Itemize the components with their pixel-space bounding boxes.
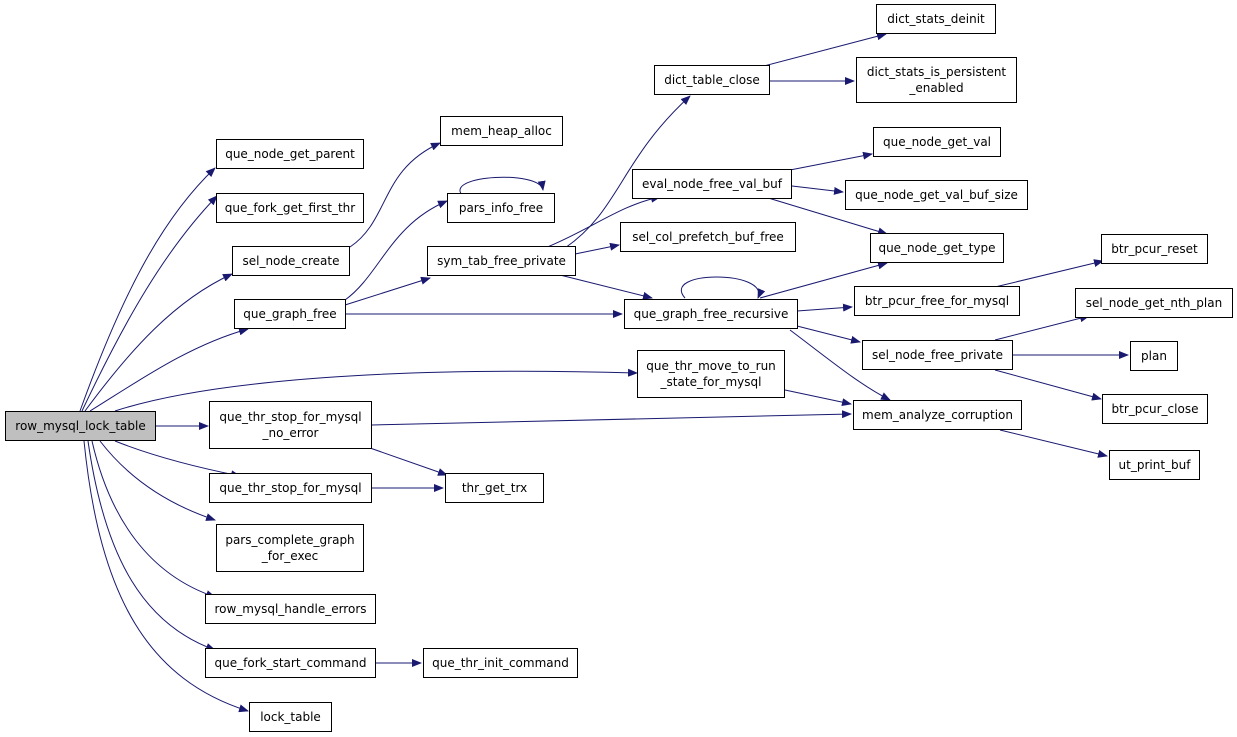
edge-root-que_node_get_parent xyxy=(79,167,216,412)
edge-que_graph_free-pars_info_free xyxy=(344,200,448,301)
node-dict_table_close[interactable]: dict_table_close xyxy=(654,65,770,95)
node-que_fork_start_command[interactable]: que_fork_start_command xyxy=(205,648,376,678)
node-que_thr_init_command[interactable]: que_thr_init_command xyxy=(423,648,578,678)
edge-que_graph_free_recursive-que_node_get_type xyxy=(759,261,888,299)
node-btr_pcur_free_for_mysql[interactable]: btr_pcur_free_for_mysql xyxy=(854,286,1020,316)
edge-que_thr_stop_no_error-thr_get_trx xyxy=(369,447,448,476)
node-que_graph_free_recursive[interactable]: que_graph_free_recursive xyxy=(624,299,798,329)
edge-root-que_graph_free xyxy=(89,327,249,412)
node-plan[interactable]: plan xyxy=(1130,341,1178,371)
node-sel_node_get_nth_plan[interactable]: sel_node_get_nth_plan xyxy=(1075,288,1233,318)
node-que_node_get_val_buf_size[interactable]: que_node_get_val_buf_size xyxy=(845,180,1028,210)
node-thr_get_trx[interactable]: thr_get_trx xyxy=(445,473,544,503)
node-que_graph_free[interactable]: que_graph_free xyxy=(234,299,346,329)
node-mem_analyze_corruption[interactable]: mem_analyze_corruption xyxy=(853,400,1022,430)
edge-que_graph_free_recursive-self xyxy=(681,276,766,299)
node-que_thr_stop_for_mysql[interactable]: que_thr_stop_for_mysql xyxy=(209,473,372,503)
node-row_mysql_handle_errors[interactable]: row_mysql_handle_errors xyxy=(205,594,376,624)
edge-sym_tab-que_graph_free_recursive xyxy=(559,274,653,300)
edge-root-que_fork_get_first_thr xyxy=(81,195,218,412)
edge-sym_tab-sel_col_prefetch xyxy=(574,242,620,255)
edge-sym_tab-eval_node_free_val_buf xyxy=(544,194,661,249)
edge-sel_node_create-mem_heap_alloc xyxy=(349,142,441,248)
node-dict_stats_is_persistent_enabled[interactable]: dict_stats_is_persistent _enabled xyxy=(856,57,1017,103)
edge-root-que_fork_start_command xyxy=(87,440,216,651)
node-ut_print_buf[interactable]: ut_print_buf xyxy=(1109,450,1200,480)
edge-que_graph_free-sym_tab_free_private xyxy=(344,276,431,306)
edge-eval-que_node_get_val xyxy=(789,151,873,171)
node-que_fork_get_first_thr[interactable]: que_fork_get_first_thr xyxy=(216,193,364,223)
node-pars_info_free[interactable]: pars_info_free xyxy=(447,193,555,223)
node-eval_node_free_val_buf[interactable]: eval_node_free_val_buf xyxy=(632,169,792,199)
edge-que_thr_stop_no_error-mem_analyze_corruption xyxy=(371,410,852,426)
edge-root-pars_complete_graph xyxy=(99,440,216,521)
edge-btr_pcur_free-btr_pcur_reset xyxy=(994,259,1104,288)
edge-root-row_mysql_handle_errors xyxy=(91,440,216,598)
node-que_node_get_val[interactable]: que_node_get_val xyxy=(873,127,1001,157)
node-sel_node_free_private[interactable]: sel_node_free_private xyxy=(862,340,1013,370)
node-mem_heap_alloc[interactable]: mem_heap_alloc xyxy=(440,116,563,146)
node-sel_col_prefetch_buf_free[interactable]: sel_col_prefetch_buf_free xyxy=(620,222,796,252)
node-que_thr_move_to_run_state_for_mysql[interactable]: que_thr_move_to_run _state_for_mysql xyxy=(637,350,785,398)
node-pars_complete_graph_for_exec[interactable]: pars_complete_graph _for_exec xyxy=(216,524,364,572)
edge-dict_table_close-dict_stats_deinit xyxy=(759,32,887,68)
node-sel_node_create[interactable]: sel_node_create xyxy=(232,246,350,276)
edge-root-que_thr_move xyxy=(114,368,638,412)
node-que_thr_stop_for_mysql_no_error[interactable]: que_thr_stop_for_mysql _no_error xyxy=(209,401,372,449)
edge-que_graph_free_recursive-mem_analyze_corruption xyxy=(789,329,891,401)
node-dict_stats_deinit[interactable]: dict_stats_deinit xyxy=(876,4,996,34)
node-btr_pcur_reset[interactable]: btr_pcur_reset xyxy=(1101,234,1208,264)
edge-pars_info_free-self xyxy=(459,176,546,196)
edge-sel_node_free-sel_node_get_nth_plan xyxy=(994,314,1090,341)
edge-que_graph_free_recursive-btr_pcur_free xyxy=(796,303,853,312)
edge-root-que_thr_stop xyxy=(114,440,241,479)
node-que_node_get_type[interactable]: que_node_get_type xyxy=(870,233,1004,263)
edge-eval-que_node_get_type xyxy=(764,196,888,236)
node-sym_tab_free_private[interactable]: sym_tab_free_private xyxy=(427,246,576,276)
edge-que_thr_move-mem_analyze_corruption xyxy=(784,389,852,407)
node-row_mysql_lock_table[interactable]: row_mysql_lock_table xyxy=(5,411,156,441)
edge-sym_tab-dict_table_close xyxy=(564,95,691,249)
node-que_node_get_parent[interactable]: que_node_get_parent xyxy=(216,139,364,169)
edge-que_graph_free_recursive-sel_node_free_private xyxy=(796,325,861,344)
node-btr_pcur_close[interactable]: btr_pcur_close xyxy=(1102,394,1208,424)
edge-root-lock_table xyxy=(83,440,249,713)
node-lock_table[interactable]: lock_table xyxy=(249,702,332,732)
edge-mem_analyze-ut_print_buf xyxy=(999,429,1108,458)
edge-sel_node_free-btr_pcur_close xyxy=(994,369,1102,401)
edge-root-sel_node_create xyxy=(84,273,233,412)
edge-eval-que_node_get_val_buf_size xyxy=(791,185,844,195)
